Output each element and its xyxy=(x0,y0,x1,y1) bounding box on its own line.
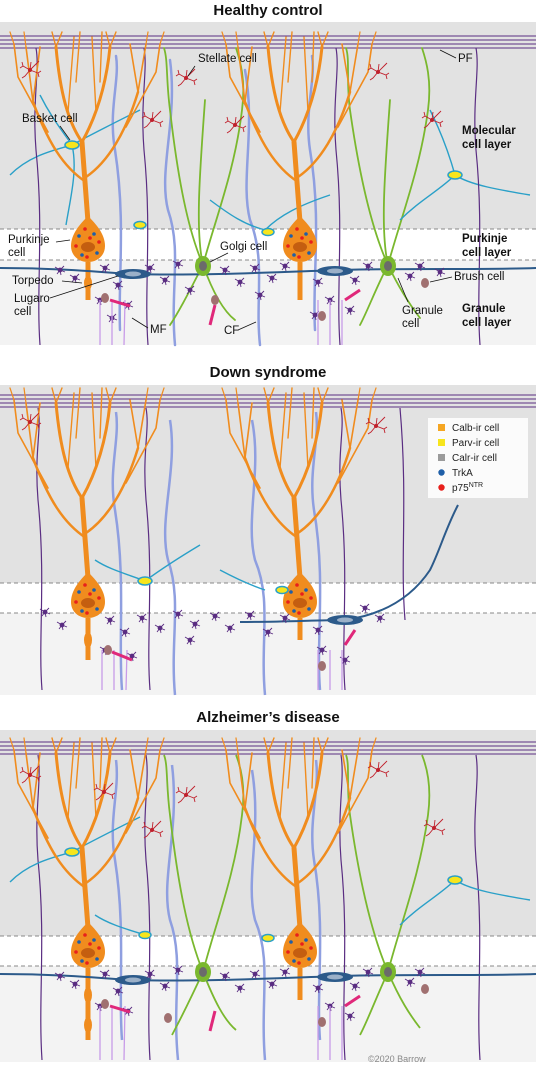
panel-down-syndrome: Down syndrome xyxy=(0,364,536,696)
label-mf: MF xyxy=(150,324,167,336)
legend-swatch-calr xyxy=(438,454,445,461)
legend-label-trka: TrkA xyxy=(452,468,473,479)
label-basket: Basket cell xyxy=(22,113,78,125)
panel-title-healthy: Healthy control xyxy=(213,2,322,19)
legend-label-p75: p75NTR xyxy=(452,482,483,494)
legend-swatch-trka xyxy=(438,469,445,476)
panel-alzheimers: Alzheimer’s disease xyxy=(0,709,536,1064)
legend-swatch-parv xyxy=(438,439,445,446)
label-brush: Brush cell xyxy=(454,271,505,283)
panel-healthy-control: Healthy control xyxy=(0,2,536,347)
legend-swatch-calb xyxy=(438,424,445,431)
panel-title-alzheimer: Alzheimer’s disease xyxy=(196,709,339,726)
legend: Calb-ir cell Parv-ir cell Calr-ir cell T… xyxy=(428,418,528,498)
label-torpedo: Torpedo xyxy=(12,275,54,287)
legend-label-calb: Calb-ir cell xyxy=(452,423,499,434)
legend-label-calr: Calr-ir cell xyxy=(452,453,497,464)
legend-swatch-p75 xyxy=(438,484,445,491)
credit-text: ©2020 Barrow xyxy=(368,1054,426,1064)
label-pf: PF xyxy=(458,53,473,65)
label-golgi: Golgi cell xyxy=(220,241,267,253)
panel-title-down: Down syndrome xyxy=(210,364,327,381)
label-cf: CF xyxy=(224,325,239,337)
legend-label-parv: Parv-ir cell xyxy=(452,438,499,449)
label-stellate: Stellate cell xyxy=(198,53,257,65)
